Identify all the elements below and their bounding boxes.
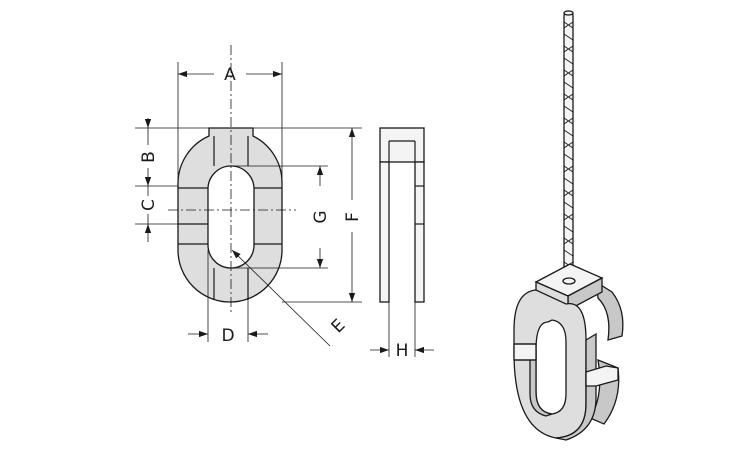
label-a: A	[224, 65, 236, 85]
iso-back-plate	[595, 280, 624, 341]
dimension-b-c: B C	[135, 118, 209, 242]
isometric-view	[513, 10, 624, 441]
dimension-d: D	[188, 250, 268, 346]
dimension-g: G	[234, 165, 331, 269]
label-h: H	[396, 341, 409, 361]
side-view-left-leg	[379, 161, 390, 303]
label-f: F	[343, 212, 363, 222]
dimension-f: F	[253, 127, 363, 303]
dimension-h: H	[370, 302, 434, 361]
side-view	[379, 127, 425, 303]
label-b: B	[139, 151, 159, 163]
label-c: C	[139, 199, 159, 211]
label-d: D	[221, 326, 234, 346]
front-view	[168, 45, 296, 312]
wire-rope	[563, 10, 574, 283]
label-e: E	[328, 316, 350, 338]
iso-slot	[535, 319, 567, 415]
dimension-a: A	[177, 62, 283, 183]
side-view-top-block	[379, 127, 425, 163]
label-g: G	[311, 210, 331, 223]
side-view-right-leg	[414, 161, 425, 303]
